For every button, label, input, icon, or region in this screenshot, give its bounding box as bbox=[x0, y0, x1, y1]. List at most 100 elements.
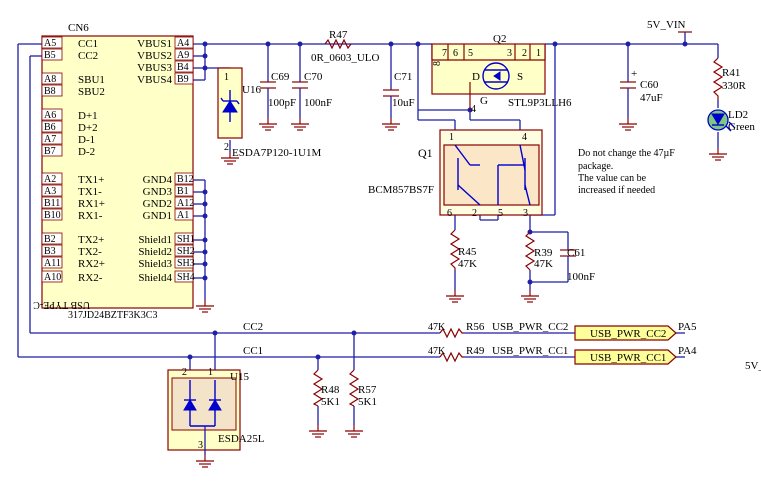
ld2-led bbox=[707, 109, 735, 132]
q1-value: BCM857BS7F bbox=[368, 184, 434, 196]
cn6-right-pin-box bbox=[174, 232, 194, 245]
cn6-left-pin-name: RX2+ bbox=[78, 258, 105, 270]
cn6-right-pin-number: SH2 bbox=[177, 246, 195, 257]
cn6-left-pin-number: A6 bbox=[44, 110, 56, 121]
note-line2: package. bbox=[578, 161, 613, 172]
cn6-left-pin-number: A8 bbox=[44, 74, 56, 85]
cn6-right-pin-box bbox=[174, 256, 194, 269]
c61-ref: C61 bbox=[567, 247, 585, 259]
q2-pin4: 4 bbox=[471, 104, 476, 115]
ld2-ref: LD2 bbox=[728, 109, 748, 121]
cn6-left-pin-number: A10 bbox=[44, 272, 61, 283]
q2-pin5: 5 bbox=[468, 48, 473, 59]
cn6-left-pin-name: D-1 bbox=[78, 134, 95, 146]
c70-value: 100nF bbox=[304, 97, 332, 109]
cn6-right-pin-name: VBUS2 bbox=[137, 50, 172, 62]
note-line3: The value can be bbox=[578, 173, 647, 184]
u15-ref: U15 bbox=[230, 371, 249, 383]
cn6-right-pin-box bbox=[174, 270, 194, 283]
r49-resistor bbox=[439, 351, 464, 363]
u16-pin1: 1 bbox=[224, 72, 229, 83]
cn6-right-pin-number: A1 bbox=[177, 210, 189, 221]
cn6-left-pin-name: SBU2 bbox=[78, 86, 105, 98]
cn6-right-pin-box bbox=[174, 208, 194, 221]
cn6-right-pin-box bbox=[174, 72, 194, 85]
c60-capacitor bbox=[620, 81, 636, 100]
cn6-left-pin-name: D+1 bbox=[78, 110, 98, 122]
q1-pin6: 6 bbox=[447, 208, 452, 219]
r56-resistor bbox=[439, 327, 464, 339]
c70-ref: C70 bbox=[304, 71, 323, 83]
cn6-left-pin-box bbox=[41, 120, 63, 133]
r41-ref: R41 bbox=[722, 67, 740, 79]
r47-resistor bbox=[324, 38, 352, 50]
port-cc1-pin: PA4 bbox=[678, 345, 697, 357]
cn6-left-pin-box bbox=[41, 48, 63, 61]
q2-pin2: 2 bbox=[522, 48, 527, 59]
cn6-right-pin-name: GND4 bbox=[143, 174, 173, 186]
q2-gate-label: G bbox=[480, 95, 488, 107]
q2-pin3: 3 bbox=[507, 48, 512, 59]
cn6-left-pin-name: SBU1 bbox=[78, 74, 105, 86]
r56-ref: R56 bbox=[466, 321, 485, 333]
cn6-right-pin-number: A12 bbox=[177, 198, 194, 209]
port-cc2-label: USB_PWR_CC2 bbox=[590, 328, 666, 340]
q2-ref: Q2 bbox=[493, 33, 506, 45]
c60-ref: C60 bbox=[640, 79, 659, 91]
cn6-left-pin-box bbox=[41, 270, 63, 283]
cn6-right-pin-number: B4 bbox=[177, 62, 189, 73]
u15-value: ESDA25L bbox=[218, 433, 265, 445]
ld2-value: Green bbox=[728, 121, 755, 133]
c61-capacitor bbox=[560, 249, 576, 270]
u15-esd-array bbox=[167, 369, 241, 451]
c71-capacitor bbox=[383, 89, 399, 106]
note-line4: increased if needed bbox=[578, 185, 655, 196]
r41-value: 330R bbox=[722, 80, 747, 92]
q1-pin5: 5 bbox=[498, 208, 503, 219]
q1-pin3: 3 bbox=[523, 208, 528, 219]
cn6-left-pin-number: A7 bbox=[44, 134, 56, 145]
cn6-left-pin-box bbox=[41, 144, 63, 157]
c70-capacitor bbox=[292, 81, 308, 100]
r47-value: 0R_0603_ULO bbox=[311, 52, 380, 64]
cn6-right-pin-box bbox=[174, 36, 194, 49]
q2-pin6: 6 bbox=[453, 48, 458, 59]
port-cc2-pin: PA5 bbox=[678, 321, 697, 333]
note-box bbox=[575, 140, 695, 208]
vin-net-label: 5V_VIN bbox=[647, 19, 686, 31]
port-cc1 bbox=[574, 349, 677, 365]
r48-resistor bbox=[312, 369, 324, 407]
cn6-left-pin-number: A5 bbox=[44, 38, 56, 49]
cn6-left-pin-box bbox=[41, 196, 63, 209]
r57-ref: R57 bbox=[358, 384, 377, 396]
r56-value: 47K bbox=[428, 322, 446, 333]
c69-value: 100pF bbox=[268, 97, 296, 109]
cn6-left-pin-name: TX1+ bbox=[78, 174, 104, 186]
cn6-left-pin-name: RX1+ bbox=[78, 198, 105, 210]
cn6-right-pin-name: Shield3 bbox=[138, 258, 172, 270]
cn6-right-pin-name: Shield2 bbox=[138, 246, 172, 258]
r47-ref: R47 bbox=[329, 29, 348, 41]
r49-ref: R49 bbox=[466, 345, 485, 357]
cn6-right-pin-number: B1 bbox=[177, 186, 189, 197]
cn6-right-pin-number: A4 bbox=[177, 38, 189, 49]
u15-pin1: 1 bbox=[208, 367, 213, 378]
cn6-right-pin-box bbox=[174, 172, 194, 185]
cn6-right-pin-box bbox=[174, 244, 194, 257]
u16-pin2: 2 bbox=[224, 142, 229, 153]
cn6-right-pin-name: GND2 bbox=[143, 198, 172, 210]
q2-pin8: 8 bbox=[432, 61, 443, 66]
cn6-right-pin-number: B9 bbox=[177, 74, 189, 85]
cn6-left-pin-number: A11 bbox=[44, 258, 61, 269]
cn6-left-pin-name: CC2 bbox=[78, 50, 98, 62]
c71-value: 10uF bbox=[392, 97, 415, 109]
q2-source-label: S bbox=[517, 71, 523, 83]
cn6-left-pin-box bbox=[41, 84, 63, 97]
cn6-left-pin-name: RX2- bbox=[78, 272, 103, 284]
cn6-right-pin-number: SH4 bbox=[177, 272, 195, 283]
cn6-left-pin-box bbox=[41, 108, 63, 121]
cn6-left-pin-number: A3 bbox=[44, 186, 56, 197]
cn6-left-pin-name: TX1- bbox=[78, 186, 102, 198]
